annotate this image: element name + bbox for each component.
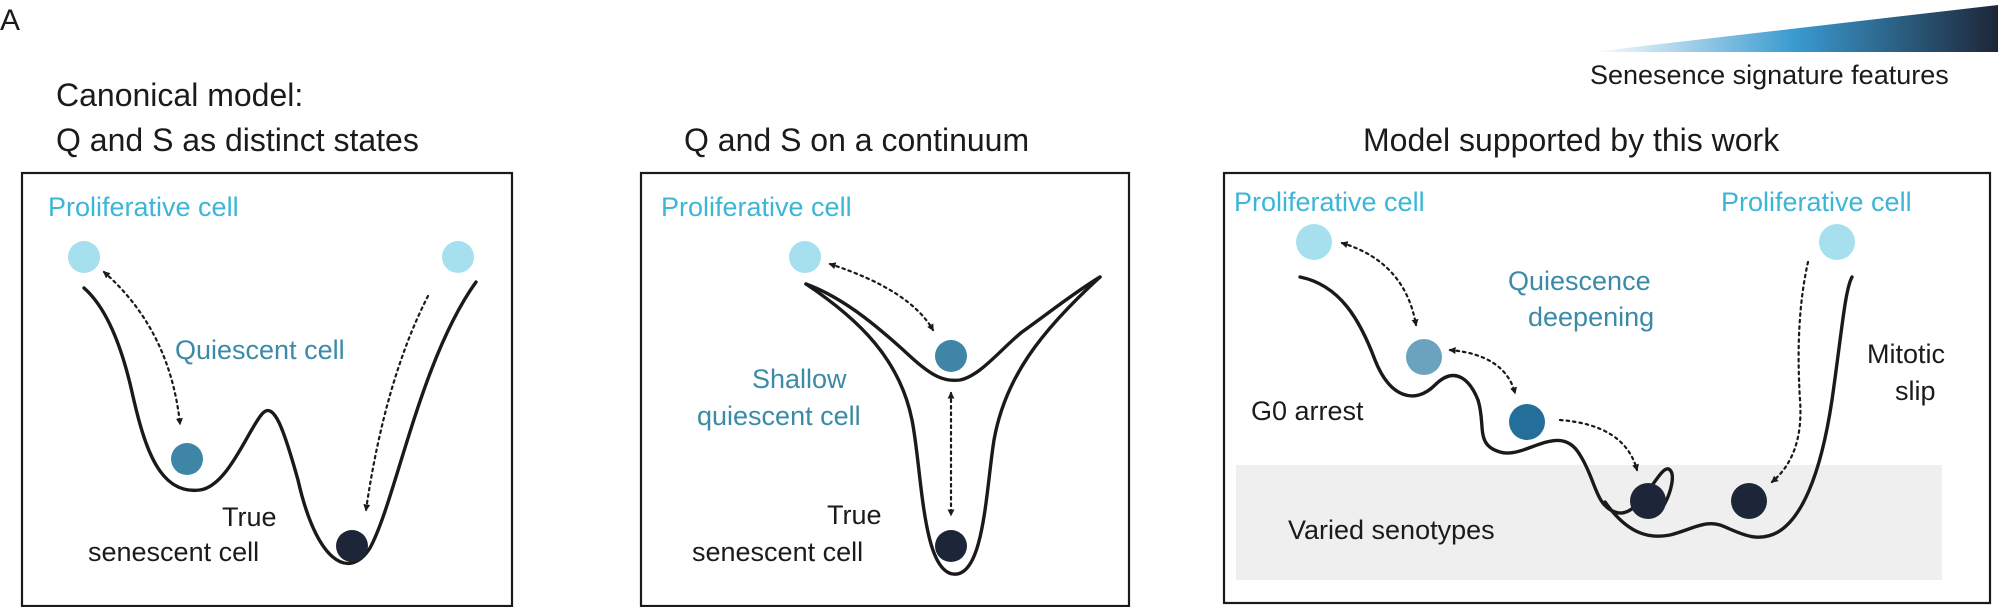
panel1-proliferative-cell-right	[442, 241, 474, 273]
panel3-arrow-proliferative-shallow	[1340, 241, 1419, 327]
gradient-wedge	[1592, 5, 1998, 52]
panel1-arrow-proliferative-quiescent	[102, 270, 183, 426]
panel3-proliferative-right-label: Proliferative cell	[1721, 187, 1912, 217]
panel1-frame	[20, 171, 514, 607]
varied-senotypes-band	[1236, 465, 1942, 580]
gradient-legend-label: Senesence signature features	[1590, 60, 1949, 90]
panel1-senescent-label-line2: senescent cell	[88, 537, 259, 567]
panel3-deepening-label-line2: deepening	[1528, 302, 1654, 332]
panel3-mitotic-label-line2: slip	[1895, 376, 1936, 406]
panel2-shallow-quiescent-cell	[935, 340, 967, 372]
panel-supported-model: Model supported by this work Varied seno…	[1222, 122, 1992, 605]
panel2-frame	[639, 171, 1131, 607]
panel3-proliferative-cell-right	[1819, 224, 1855, 260]
panel-letter: A	[0, 4, 20, 37]
panel-canonical-model: Canonical model: Q and S as distinct sta…	[20, 77, 514, 607]
panel3-arrow-deep-senescent	[1558, 418, 1639, 472]
signature-gradient-legend: Senesence signature features	[1590, 5, 1998, 90]
panel3-arrow-mitotic-slip	[1770, 260, 1810, 484]
panel2-title: Q and S on a continuum	[684, 122, 1029, 158]
panel1-title-line2: Q and S as distinct states	[56, 122, 419, 158]
panel3-senescent-cell-right	[1731, 483, 1767, 519]
panel2-senescent-label-line2: senescent cell	[692, 537, 863, 567]
panel3-shallow-quiescent-cell	[1406, 339, 1442, 375]
panel3-proliferative-cell-left	[1296, 224, 1332, 260]
panel3-g0-arrest-label: G0 arrest	[1251, 396, 1364, 426]
panel2-landscape-outer-curve	[804, 275, 1102, 576]
panel2-proliferative-cell	[789, 241, 821, 273]
panel3-landscape-curve	[1298, 275, 1854, 539]
panel1-landscape-curve	[82, 280, 478, 566]
panel3-senescent-cell-left	[1630, 483, 1666, 519]
panel-continuum-model: Q and S on a continuum Proliferative cel…	[639, 122, 1131, 607]
panel1-quiescent-cell	[171, 443, 203, 475]
panel3-mitotic-label-line1: Mitotic	[1867, 339, 1945, 369]
panel2-proliferative-label: Proliferative cell	[661, 192, 852, 222]
panel3-arrow-shallow-deep	[1448, 347, 1517, 395]
panel1-proliferative-label: Proliferative cell	[48, 192, 239, 222]
panel2-senescent-label-line1: True	[827, 500, 882, 530]
panel2-shallow-label-line1: Shallow	[752, 364, 847, 394]
panel2-senescent-cell	[935, 530, 967, 562]
panel3-proliferative-left-label: Proliferative cell	[1234, 187, 1425, 217]
panel3-deepening-label-line1: Quiescence	[1508, 266, 1651, 296]
panel3-frame	[1222, 171, 1992, 605]
panel2-arrow-proliferative-shallow	[828, 262, 935, 332]
panel1-senescent-label-line1: True	[222, 502, 277, 532]
panel1-title-line1: Canonical model:	[56, 77, 303, 113]
panel1-quiescent-label: Quiescent cell	[175, 335, 345, 365]
panel1-proliferative-cell-left	[68, 241, 100, 273]
panel2-shallow-label-line2: quiescent cell	[697, 401, 861, 431]
panel3-title: Model supported by this work	[1363, 122, 1780, 158]
panel3-varied-label: Varied senotypes	[1288, 515, 1495, 545]
panel1-senescent-cell	[336, 530, 368, 562]
panel3-deep-quiescent-cell	[1509, 404, 1545, 440]
